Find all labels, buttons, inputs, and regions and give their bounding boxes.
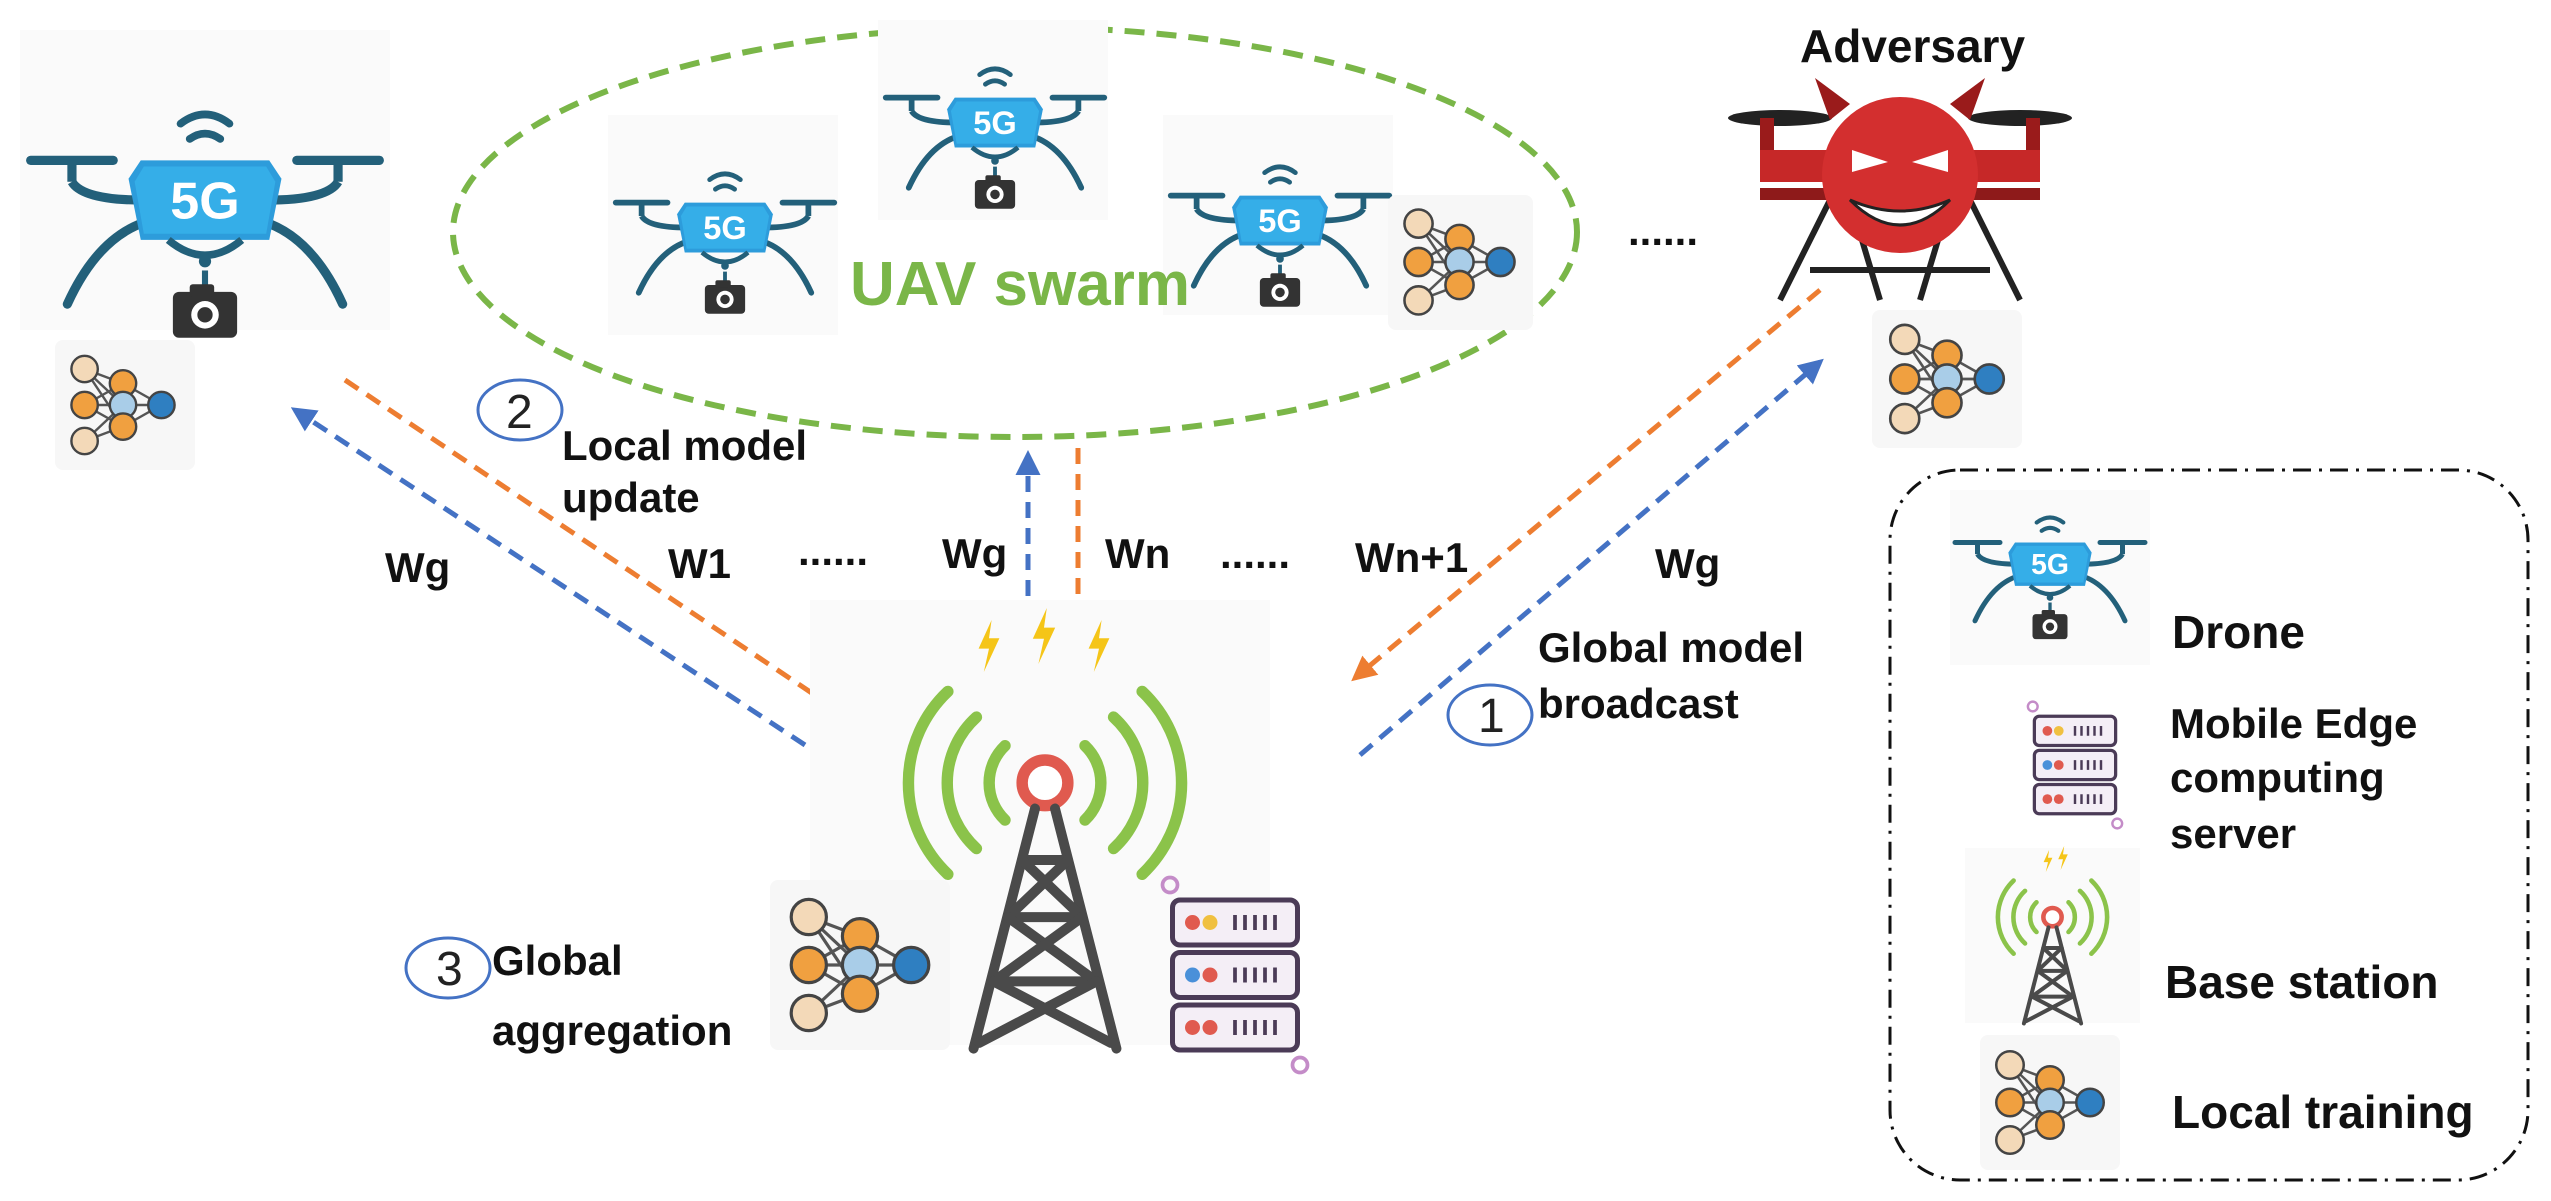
step-3-marker	[404, 936, 492, 1000]
global-aggregation-label-line1: Global	[492, 937, 623, 984]
drone-top-left	[20, 30, 390, 338]
weight-label-w1: W1	[668, 540, 731, 587]
broadcast-arrow-left	[290, 407, 807, 748]
legend-local-training-icon	[1980, 1035, 2120, 1170]
legend-mec-server-icon	[2028, 702, 2122, 829]
weight-label-wn1: Wn+1	[1355, 534, 1468, 581]
adversary-label: Adversary	[1800, 20, 2025, 72]
weight-label-wg-center: Wg	[942, 530, 1007, 577]
local-model-update-label-line1: Local model	[562, 422, 807, 469]
local-model-update-label-line2: update	[562, 474, 700, 521]
swarm-drone-3	[1163, 115, 1393, 315]
legend-mec-label-line1: Mobile Edge	[2170, 700, 2417, 747]
swarm-drone-1	[608, 115, 838, 335]
legend-mec-label-line2: computing	[2170, 754, 2385, 801]
uav-swarm-label: UAV swarm	[850, 250, 1190, 319]
global-model-broadcast-label-line1: Global model	[1538, 624, 1804, 671]
weight-label-wg-left: Wg	[385, 544, 450, 591]
mec-server	[1163, 878, 1308, 1073]
swarm-drone-2	[878, 20, 1108, 220]
weight-label-wg-right: Wg	[1655, 540, 1720, 587]
legend-drone-icon	[1950, 490, 2150, 665]
weight-label-wn: Wn	[1105, 530, 1170, 577]
legend-drone-label: Drone	[2172, 606, 2305, 658]
local-training-icon	[770, 880, 950, 1050]
legend-local-training-label: Local training	[2172, 1086, 2474, 1138]
update-arrow-right	[1351, 288, 1822, 682]
legend-mec-label-line3: server	[2170, 810, 2296, 857]
legend-base-station-label: Base station	[2165, 956, 2439, 1008]
local-training-icon	[55, 340, 195, 470]
global-aggregation-label-line2: aggregation	[492, 1007, 732, 1054]
step-2-number: 2	[506, 386, 533, 439]
broadcast-arrow-right	[1358, 358, 1824, 757]
weight-ellipsis-left: ......	[798, 527, 868, 574]
step-2-marker	[476, 378, 564, 442]
local-training-icon	[1388, 195, 1533, 330]
step-1-number: 1	[1478, 690, 1505, 743]
weight-ellipsis-right: ......	[1220, 530, 1290, 577]
global-model-broadcast-label-line2: broadcast	[1538, 680, 1739, 727]
swarm-ellipsis: ......	[1628, 207, 1698, 254]
step-1-marker	[1446, 683, 1534, 747]
legend-base-station-icon	[1965, 846, 2140, 1023]
adversary-drone	[1728, 78, 2072, 302]
legend-box	[1888, 468, 2530, 1182]
local-training-icon	[1872, 310, 2022, 448]
step-3-number: 3	[436, 943, 463, 996]
